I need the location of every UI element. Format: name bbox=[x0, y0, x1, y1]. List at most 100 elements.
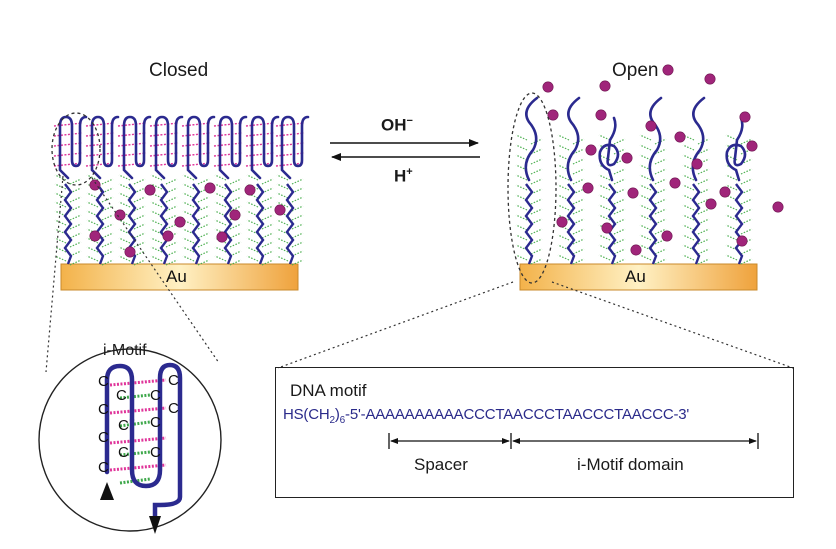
counter-ion bbox=[674, 131, 686, 143]
c-base: C bbox=[118, 417, 129, 434]
spacer-strand bbox=[691, 183, 701, 265]
hbond-line bbox=[245, 122, 275, 127]
spacer-hair bbox=[682, 194, 695, 201]
c-base: C bbox=[118, 444, 129, 461]
spacer-hair bbox=[165, 178, 178, 185]
spacer-hair bbox=[613, 258, 626, 265]
spacer-hair bbox=[133, 259, 146, 266]
spacer-hair bbox=[118, 192, 131, 199]
counter-ion bbox=[704, 73, 716, 85]
spacer-hair bbox=[572, 158, 585, 165]
hbond-line bbox=[213, 162, 243, 167]
spacer-hair bbox=[229, 259, 242, 266]
spacer-hair bbox=[654, 218, 667, 225]
hbond-line bbox=[245, 132, 275, 137]
spacer-hair bbox=[246, 255, 259, 262]
spacer-hair bbox=[682, 254, 695, 261]
counter-ion bbox=[772, 201, 784, 213]
spacer-hair bbox=[682, 154, 695, 161]
forward-condition-base: OH bbox=[381, 115, 407, 135]
spacer-hair bbox=[214, 255, 227, 262]
spacer-hair bbox=[276, 174, 289, 181]
spacer-hair bbox=[101, 196, 114, 203]
spacer-hair bbox=[639, 154, 652, 161]
spacer-hair bbox=[682, 224, 695, 231]
spacer-hair bbox=[133, 178, 146, 185]
spacer-hair bbox=[598, 174, 611, 181]
c-base: C bbox=[168, 372, 179, 389]
spacer-hair bbox=[572, 198, 585, 205]
spacer-hair bbox=[557, 254, 570, 261]
counter-ion bbox=[645, 120, 657, 132]
spacer-hair bbox=[682, 164, 695, 171]
gold-label-right: Au bbox=[625, 267, 646, 286]
counter-ion bbox=[174, 216, 186, 228]
sequence-rest: -5'-AAAAAAAAAACCCTAACCCTAACCCTAACCC-3' bbox=[345, 406, 690, 423]
spacer-hair bbox=[639, 184, 652, 191]
spacer-hair bbox=[697, 258, 710, 265]
hbond-line bbox=[117, 152, 147, 157]
spacer-hair bbox=[740, 228, 753, 235]
spacer-hair bbox=[261, 178, 274, 185]
spacer-hair bbox=[530, 198, 543, 205]
hbond-line bbox=[149, 162, 179, 167]
spacer-hair bbox=[69, 205, 82, 212]
spacer-hair bbox=[165, 214, 178, 221]
spacer-strand bbox=[255, 183, 265, 265]
spacer-strand bbox=[648, 183, 658, 265]
spacer-hair bbox=[101, 205, 114, 212]
counter-ion bbox=[216, 231, 228, 243]
spacer-hair bbox=[530, 248, 543, 255]
spacer-hair bbox=[725, 214, 738, 221]
spacer-hair bbox=[133, 214, 146, 221]
spacer-hair bbox=[572, 228, 585, 235]
spacer-strand bbox=[285, 183, 295, 265]
spacer-hair bbox=[725, 234, 738, 241]
imotif-hairpin bbox=[250, 115, 280, 180]
spacer-hair bbox=[639, 254, 652, 261]
spacer-hair bbox=[613, 168, 626, 175]
spacer-hair bbox=[150, 219, 163, 226]
spacer-hair bbox=[165, 250, 178, 257]
spacer-hair bbox=[515, 154, 528, 161]
spacer-hair bbox=[246, 201, 259, 208]
spacer-hair bbox=[557, 144, 570, 151]
hbond-line bbox=[53, 152, 83, 157]
spacer-hair bbox=[276, 246, 289, 253]
spacer-hair bbox=[229, 232, 242, 239]
spacer-hair bbox=[69, 178, 82, 185]
spacer-strand bbox=[63, 183, 73, 265]
spacer-hair bbox=[639, 244, 652, 251]
spacer-hair bbox=[182, 237, 195, 244]
spacer-hair bbox=[54, 201, 67, 208]
counter-ion bbox=[547, 109, 559, 121]
spacer-hair bbox=[515, 144, 528, 151]
counter-ion bbox=[627, 187, 639, 199]
dna-motif-box bbox=[275, 367, 794, 498]
spacer-hair bbox=[613, 198, 626, 205]
spacer-hair bbox=[86, 210, 99, 217]
spacer-hair bbox=[613, 238, 626, 245]
spacer-hair bbox=[572, 148, 585, 155]
ion-group bbox=[89, 64, 784, 258]
hbond-line bbox=[85, 152, 115, 157]
spacer-strand bbox=[159, 183, 169, 265]
spacer-hair bbox=[515, 214, 528, 221]
spacer-hair bbox=[133, 205, 146, 212]
spacer-hair bbox=[182, 174, 195, 181]
sequence-sub-6: 6 bbox=[339, 415, 346, 426]
gold-surface-left bbox=[60, 263, 299, 291]
hbond-line bbox=[85, 122, 115, 127]
spacer-hair bbox=[557, 244, 570, 251]
spacer-hair bbox=[515, 164, 528, 171]
spacer-hair bbox=[229, 223, 242, 230]
spacer-hair bbox=[515, 174, 528, 181]
spacer-hair bbox=[182, 201, 195, 208]
spacer-hair bbox=[150, 255, 163, 262]
spacer-hair bbox=[165, 205, 178, 212]
counter-ion bbox=[89, 179, 101, 191]
spacer-hair bbox=[654, 188, 667, 195]
hbond-line bbox=[117, 132, 147, 137]
spacer-hair bbox=[133, 223, 146, 230]
hbond-line bbox=[245, 152, 275, 157]
